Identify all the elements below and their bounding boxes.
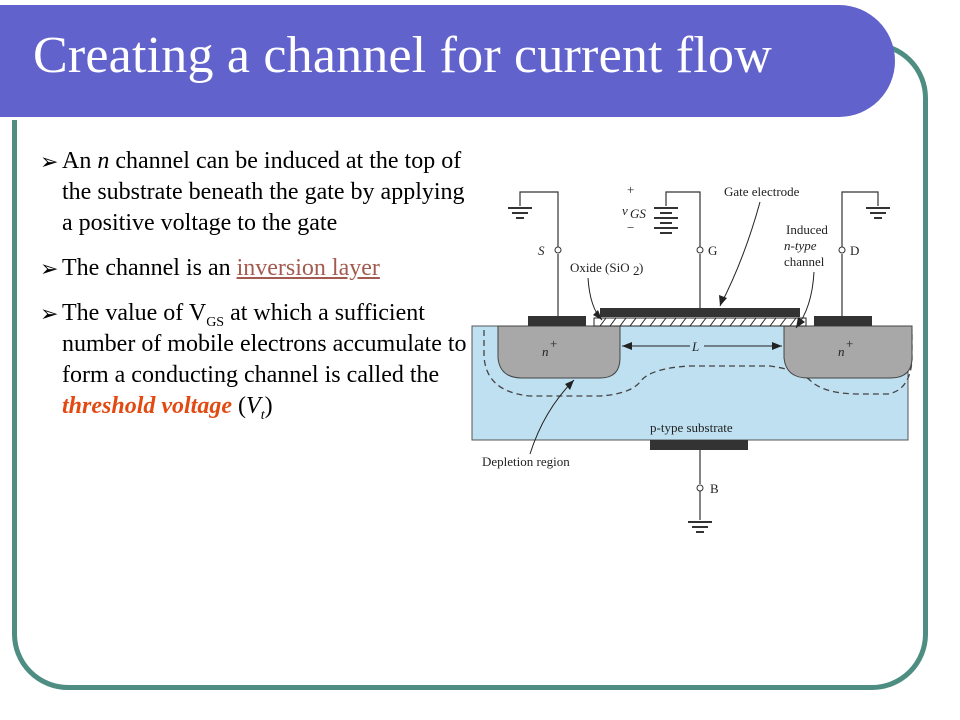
gate-electrode-pointer (719, 201, 761, 307)
drain-n-plus-region (783, 325, 913, 379)
title-bar (0, 5, 895, 117)
drain-ground-wire (841, 191, 879, 247)
oxide-arrowhead (593, 310, 602, 320)
gate-supply-icon (654, 207, 678, 234)
source-label: S (538, 243, 545, 258)
vgs-minus-sign: − (627, 220, 634, 235)
inversion-layer-link[interactable]: inversion layer (236, 255, 380, 281)
oxide-hatching (599, 317, 797, 327)
title-underline (0, 117, 856, 120)
oxide-layer (593, 317, 807, 327)
induced-channel-label-1: Induced (786, 222, 828, 237)
vt-symbol: V (246, 393, 261, 419)
arrow-bullet-icon: ➢ (40, 301, 59, 326)
vt-subscript: t (260, 407, 265, 423)
drain-n-plus-sup: + (846, 336, 853, 351)
length-arrow-left (622, 342, 632, 350)
length-arrow-right (772, 342, 782, 350)
bullet-text: The value of V (62, 300, 207, 326)
induced-channel-label-3: channel (784, 254, 825, 269)
substrate-label: p-type substrate (650, 420, 733, 435)
bullet-item: ➢ The value of VGS at which a sufficient… (40, 298, 476, 422)
drain-n-plus-label: n (838, 344, 845, 359)
depletion-arrowhead (565, 380, 574, 390)
body-terminal (696, 484, 704, 492)
gate-label: G (708, 243, 717, 258)
depletion-region-boundary (483, 330, 913, 397)
bullet-list: ➢ An n channel can be induced at the top… (40, 146, 476, 436)
paren-open: ( (232, 393, 247, 419)
bullet-text: The channel is an (62, 255, 237, 281)
drain-contact (814, 316, 872, 326)
source-n-plus-region (497, 325, 621, 379)
induced-channel-label-2: n-type (784, 238, 817, 253)
vgs-symbol: v (622, 203, 628, 218)
drain-ground-icon (866, 207, 890, 219)
drain-terminal (838, 246, 846, 254)
arrow-bullet-icon: ➢ (40, 256, 59, 281)
body-label: B (710, 481, 719, 496)
gate-electrode-label: Gate electrode (724, 184, 800, 199)
source-terminal (554, 246, 562, 254)
induced-channel-arrowhead (796, 317, 805, 328)
body-contact (650, 440, 748, 450)
bullet-text: at which a sufficient number of mobile e… (62, 300, 467, 388)
vgs-symbol-sub: GS (630, 206, 646, 221)
threshold-voltage-term: threshold voltage (62, 393, 233, 419)
mosfet-diagram: n + n + L S G + v GS − D B Gate electrod… (471, 182, 913, 533)
source-contact (528, 316, 586, 326)
bullet-text: channel can be induced at the top of the… (62, 148, 465, 236)
bullet-text: An (62, 148, 98, 174)
channel-length-label: L (691, 339, 699, 354)
bullet-item: ➢ An n channel can be induced at the top… (40, 146, 476, 239)
oxide-label-close: ) (639, 260, 643, 275)
vgs-plus-sign: + (627, 182, 634, 197)
bullet-italic-n: n (97, 148, 110, 174)
gate-electrode-arrowhead (719, 295, 727, 306)
source-ground-icon (508, 207, 532, 219)
oxide-label: Oxide (SiO (570, 260, 630, 275)
source-n-plus-sup: + (550, 336, 557, 351)
source-n-plus-label: n (542, 344, 549, 359)
depletion-region-label: Depletion region (482, 454, 570, 469)
slide-title: Creating a channel for current flow (33, 27, 773, 84)
oxide-label-sub: 2 (633, 263, 640, 278)
gate-electrode (600, 308, 800, 317)
gate-supply-wire (665, 191, 701, 247)
source-ground-wire (519, 191, 559, 247)
length-label-bg (690, 337, 704, 353)
paren-close: ) (264, 393, 273, 419)
drain-label: D (850, 243, 859, 258)
bullet-item: ➢ The channel is an inversion layer (40, 253, 476, 284)
body-ground-icon (688, 521, 712, 533)
vgs-subscript: GS (206, 314, 225, 330)
gate-terminal (696, 246, 704, 254)
arrow-bullet-icon: ➢ (40, 149, 59, 174)
